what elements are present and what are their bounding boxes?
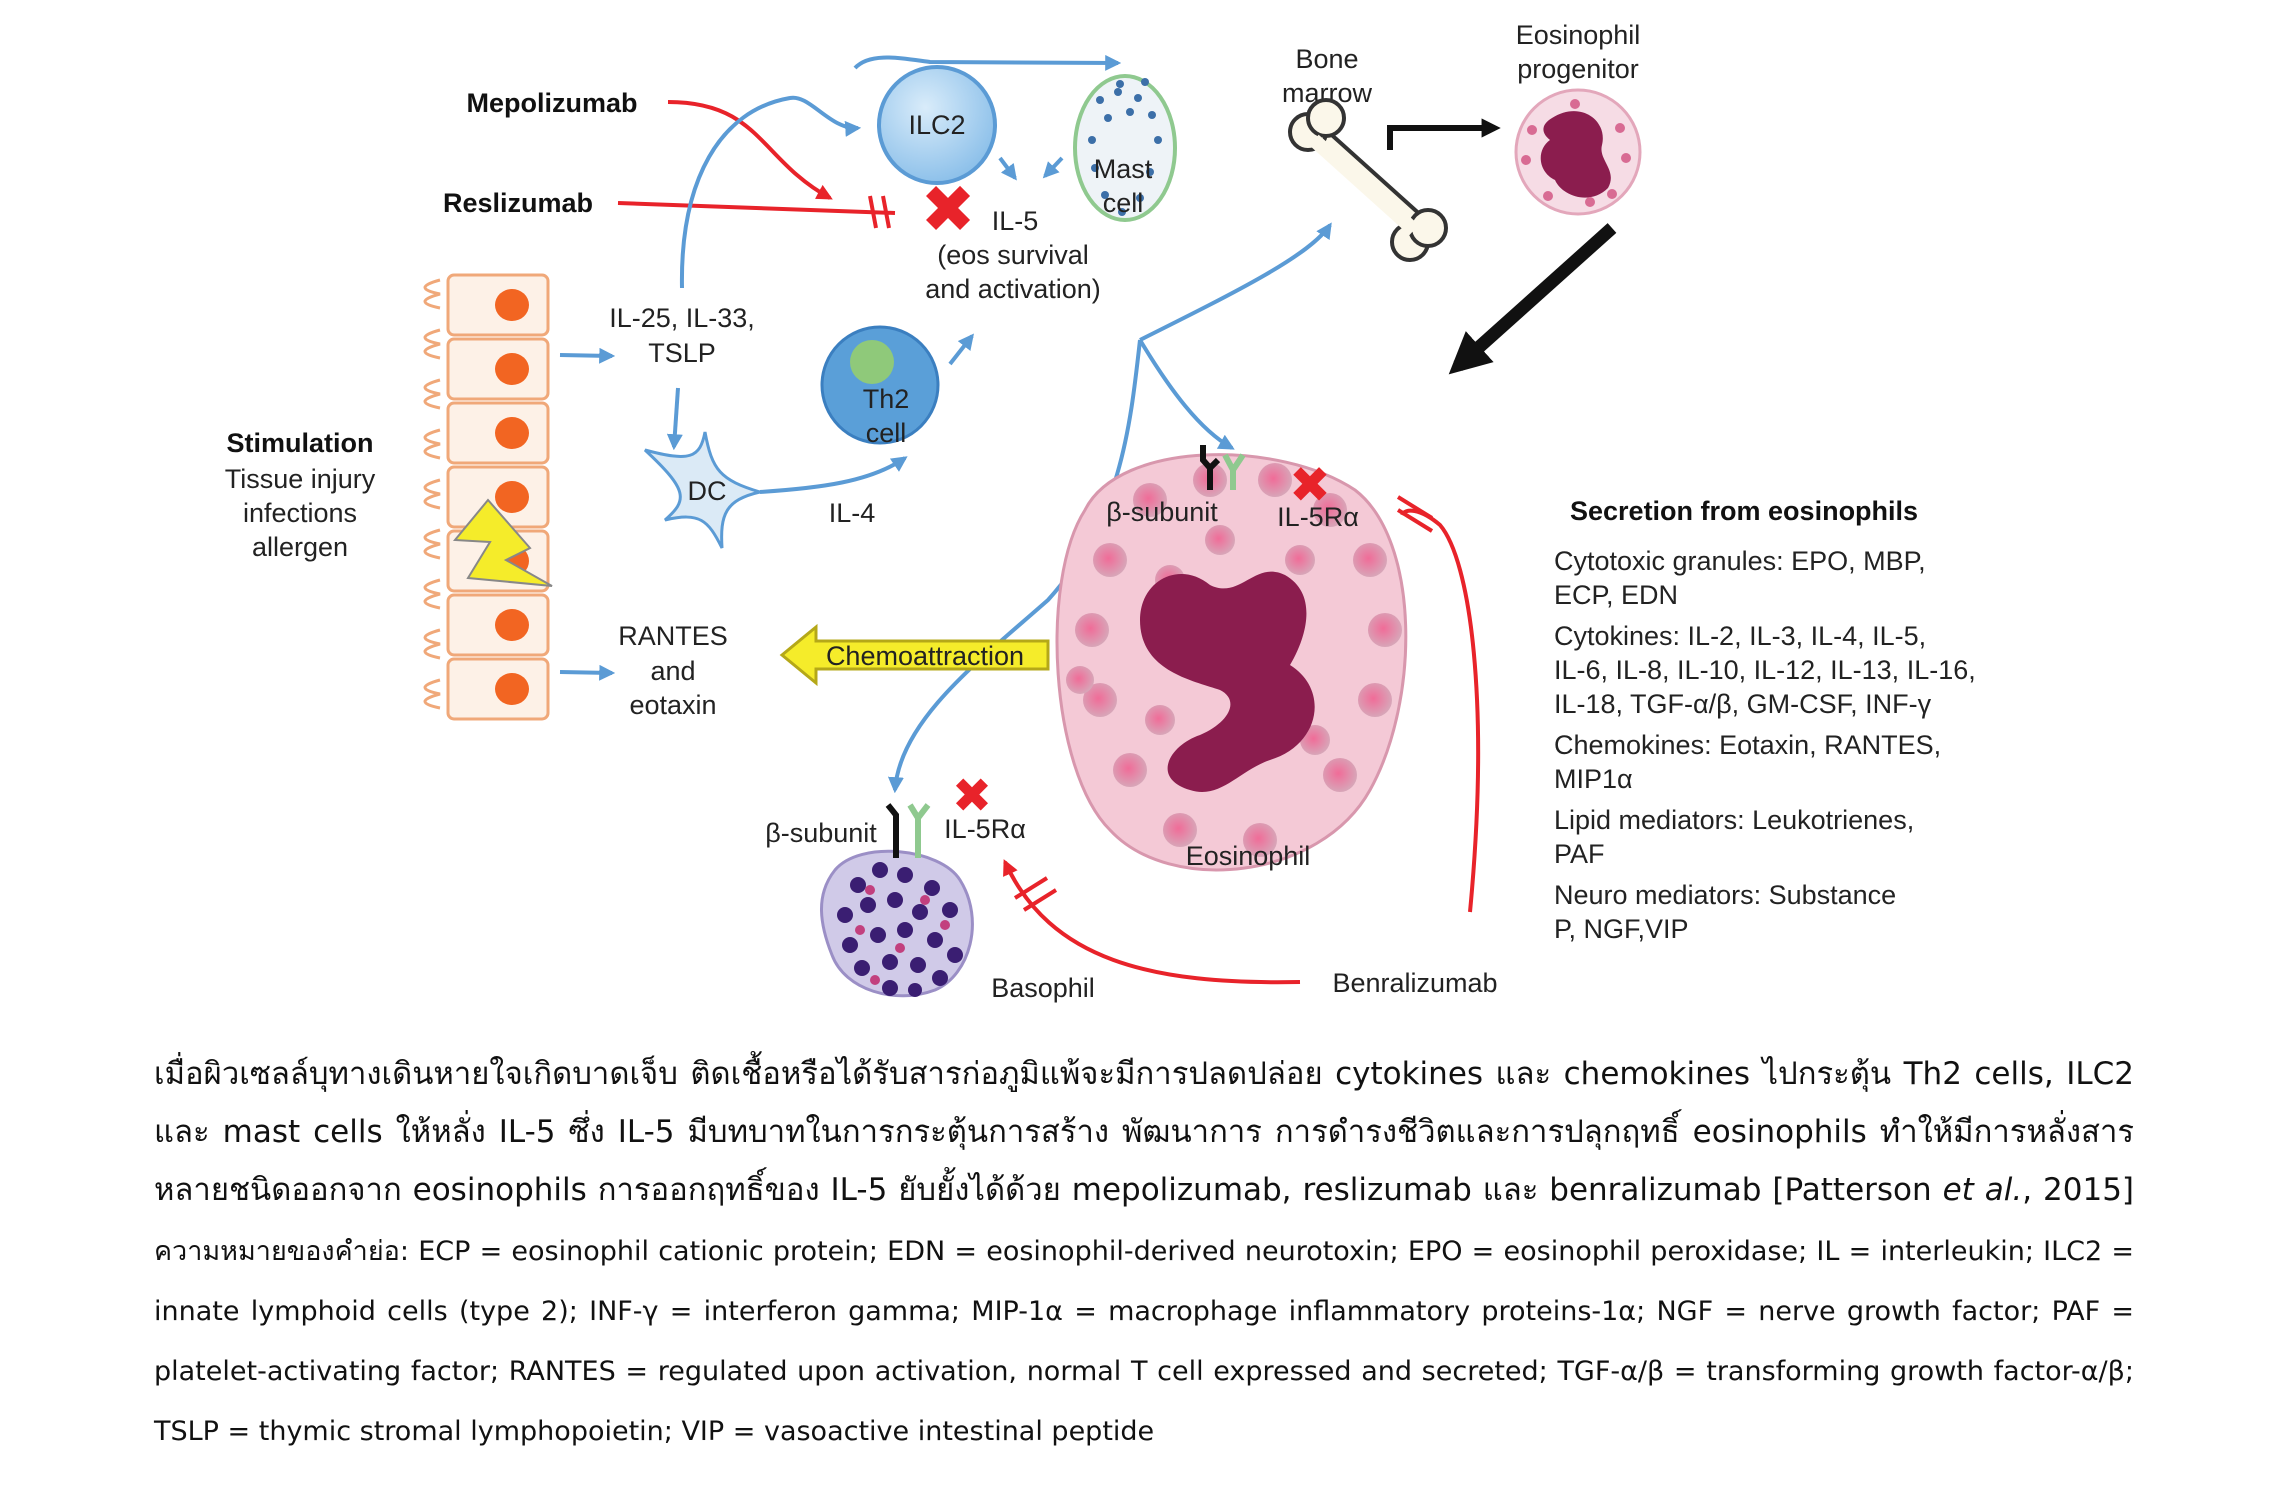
eosinophil-progenitor-cell: [1514, 88, 1642, 216]
svg-text:cell: cell: [1103, 188, 1144, 218]
caption-year: , 2015]: [2022, 1172, 2135, 1208]
svg-text:ILC2: ILC2: [908, 110, 965, 140]
basophil-receptor: [885, 803, 931, 858]
svg-text:Lipid mediators: Leukotrienes,: Lipid mediators: Leukotrienes,: [1554, 805, 1914, 835]
il5ra-label: IL-5Rα: [1277, 502, 1359, 532]
svg-text:DC: DC: [688, 476, 727, 506]
basophil-label: Basophil: [991, 973, 1095, 1003]
svg-text:Secretion from eosinophils: Secretion from eosinophils: [1570, 496, 1918, 526]
dendritic-cell: DC: [643, 431, 766, 549]
bone-marrow-label: Bone: [1295, 44, 1358, 74]
ilc2-cell: ILC2: [877, 65, 997, 185]
beta-subunit-label: β-subunit: [765, 818, 877, 848]
svg-text:Chemoattraction: Chemoattraction: [826, 641, 1024, 671]
svg-text:PAF: PAF: [1554, 839, 1605, 869]
th2-cell: Th2 cell: [820, 325, 940, 448]
airway-epithelium: [423, 273, 550, 721]
chemoattraction-arrow: Chemoattraction: [779, 623, 1050, 687]
drug-mepolizumab: Mepolizumab: [466, 88, 637, 118]
drug-benralizumab: Benralizumab: [1332, 968, 1497, 998]
progenitor-label: Eosinophil: [1516, 20, 1641, 50]
cross-icon: ✖: [1289, 457, 1331, 513]
svg-text:cell: cell: [866, 418, 907, 448]
secretion-list: Secretion from eosinophils Cytotoxic gra…: [1554, 496, 1976, 944]
beta-subunit-label: β-subunit: [1106, 497, 1218, 527]
signal-tslp: TSLP: [648, 338, 716, 368]
svg-text:MIP1α: MIP1α: [1554, 764, 1633, 794]
caption-abbrev-label: ความหมายของคำย่อ:: [154, 1236, 409, 1267]
svg-text:Eosinophil: Eosinophil: [1186, 841, 1311, 871]
svg-text:Mast: Mast: [1094, 154, 1153, 184]
svg-text:ECP, EDN: ECP, EDN: [1554, 580, 1678, 610]
cross-icon: ✖: [920, 172, 975, 246]
bone-marrow-arrows: [1387, 118, 1617, 375]
svg-text:IL-18, TGF-α/β, GM-CSF, INF-γ: IL-18, TGF-α/β, GM-CSF, INF-γ: [1554, 689, 1932, 719]
signal-il25-il33: IL-25, IL-33,: [609, 303, 755, 333]
svg-text:Chemokines: Eotaxin, RANTES,: Chemokines: Eotaxin, RANTES,: [1554, 730, 1941, 760]
svg-text:IL-6, IL-8, IL-10, IL-12, IL-1: IL-6, IL-8, IL-10, IL-12, IL-13, IL-16,: [1554, 655, 1976, 685]
signal-eotaxin: eotaxin: [629, 690, 716, 720]
signal-arrows: [559, 54, 1332, 794]
il5-description: and activation): [925, 274, 1101, 304]
progenitor-label: progenitor: [1517, 54, 1639, 84]
cross-icon: ✖: [952, 770, 992, 823]
stimulation-title: Stimulation: [227, 428, 374, 458]
lightning-bolt-icon: [452, 498, 553, 587]
drug-reslizumab: Reslizumab: [443, 188, 593, 218]
stimulation-item: Tissue injury: [225, 464, 376, 494]
mast-cell: Mast cell: [1073, 74, 1177, 222]
bone-icon: [1288, 98, 1448, 262]
basophil-cell: [820, 849, 974, 998]
svg-text:Th2: Th2: [863, 384, 910, 414]
svg-text:P, NGF,VIP: P, NGF,VIP: [1554, 914, 1689, 944]
figure-caption: เมื่อผิวเซลล์บุทางเดินหายใจเกิดบาดเจ็บ ต…: [154, 1045, 2134, 1461]
stimulation-item: infections: [243, 498, 357, 528]
eosinophil-receptor: [1200, 445, 1246, 490]
eosinophil-pathway-diagram: Stimulation Tissue injury infections all…: [225, 20, 1976, 1003]
signal-rantes: RANTES: [618, 621, 728, 651]
svg-text:Cytotoxic granules: EPO, MBP,: Cytotoxic granules: EPO, MBP,: [1554, 546, 1926, 576]
stimulation-item: allergen: [252, 532, 348, 562]
il5-description: (eos survival: [937, 240, 1089, 270]
signal-rantes-and: and: [650, 656, 695, 686]
caption-etal: et al.: [1942, 1172, 2023, 1208]
eosinophil-cell: Eosinophil: [1055, 453, 1408, 872]
il5-label: IL-5: [992, 206, 1039, 236]
svg-text:Neuro mediators: Substance: Neuro mediators: Substance: [1554, 880, 1896, 910]
caption-main: เมื่อผิวเซลล์บุทางเดินหายใจเกิดบาดเจ็บ ต…: [154, 1056, 2134, 1208]
svg-text:Cytokines: IL-2, IL-3, IL-4, I: Cytokines: IL-2, IL-3, IL-4, IL-5,: [1554, 621, 1926, 651]
signal-il4: IL-4: [829, 498, 876, 528]
il5ra-label: IL-5Rα: [944, 814, 1026, 844]
inhibition-lines: [617, 100, 1481, 985]
caption-abbreviations: ECP = eosinophil cationic protein; EDN =…: [154, 1236, 2134, 1447]
